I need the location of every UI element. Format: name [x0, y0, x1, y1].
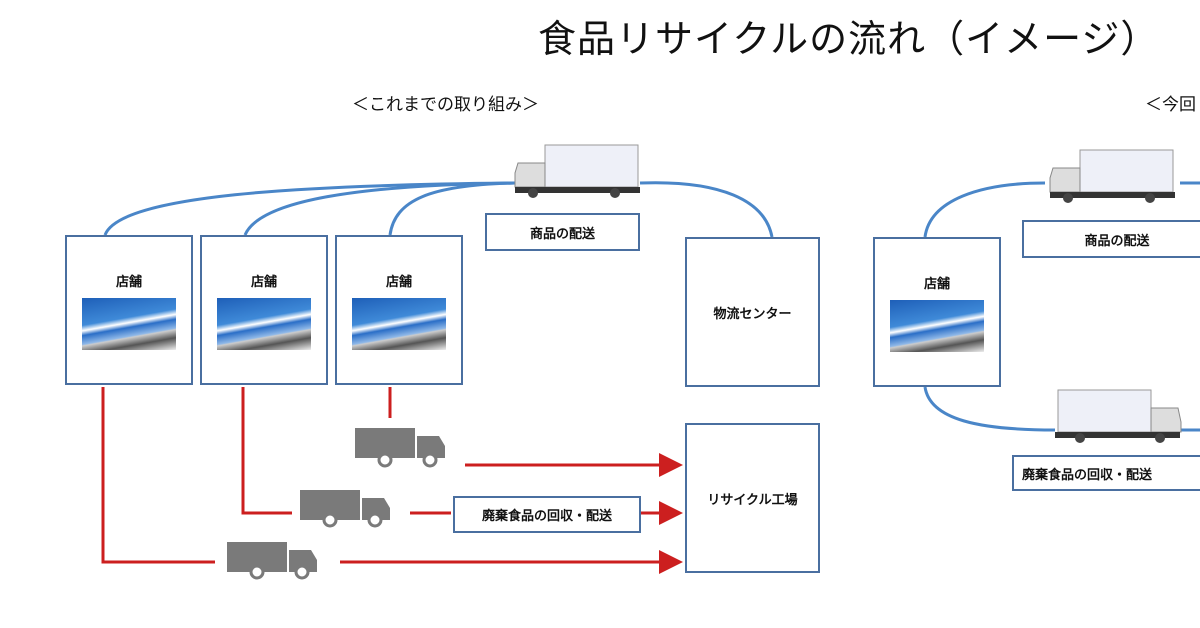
store-label: 店舗 — [385, 274, 412, 290]
delivery-line-store-2 — [243, 181, 516, 236]
logistics-center-box: 物流センター — [685, 237, 820, 387]
delivery-label-right: 商品の配送 — [1022, 220, 1200, 258]
store-box: 店舗 — [65, 235, 193, 385]
store-box-right: 店舗 — [873, 237, 1001, 387]
waste-line-right — [923, 386, 1056, 432]
right-section-heading: ＜今回 — [1145, 95, 1196, 115]
delivery-line-right-top — [923, 181, 1046, 238]
delivery-line-store-3 — [388, 181, 516, 236]
recycling-plant-box: リサイクル工場 — [685, 423, 820, 573]
store-photo — [217, 297, 311, 350]
gray-truck-icon — [227, 542, 317, 580]
delivery-line-logistics — [639, 181, 774, 238]
waste-line-store-1 — [101, 387, 215, 564]
store-box: 店舗 — [335, 235, 463, 385]
store-photo — [890, 299, 984, 352]
delivery-truck-icon — [514, 144, 640, 198]
store-photo — [82, 297, 176, 350]
store-label: 店舗 — [115, 274, 142, 290]
store-label: 店舗 — [250, 274, 277, 290]
left-section-heading: ＜これまでの取り組み＞ — [352, 95, 539, 115]
waste-collection-label-right: 廃棄食品の回収・配送 — [1012, 455, 1200, 491]
delivery-truck-icon — [1049, 149, 1175, 203]
waste-truck-icon — [1055, 389, 1182, 443]
logistics-center-label: 物流センター — [713, 306, 792, 322]
gray-truck-icon — [355, 428, 445, 468]
store-photo — [352, 297, 446, 350]
store-label: 店舗 — [923, 276, 950, 292]
page-title: 食品リサイクルの流れ（イメージ） — [538, 17, 1160, 61]
waste-line-store-2 — [241, 387, 292, 515]
delivery-label: 商品の配送 — [485, 213, 640, 251]
store-box: 店舗 — [200, 235, 328, 385]
recycling-plant-label: リサイクル工場 — [707, 492, 798, 508]
delivery-line-store-1 — [103, 181, 516, 236]
waste-collection-label: 廃棄食品の回収・配送 — [453, 496, 641, 533]
gray-truck-icon — [300, 490, 390, 528]
